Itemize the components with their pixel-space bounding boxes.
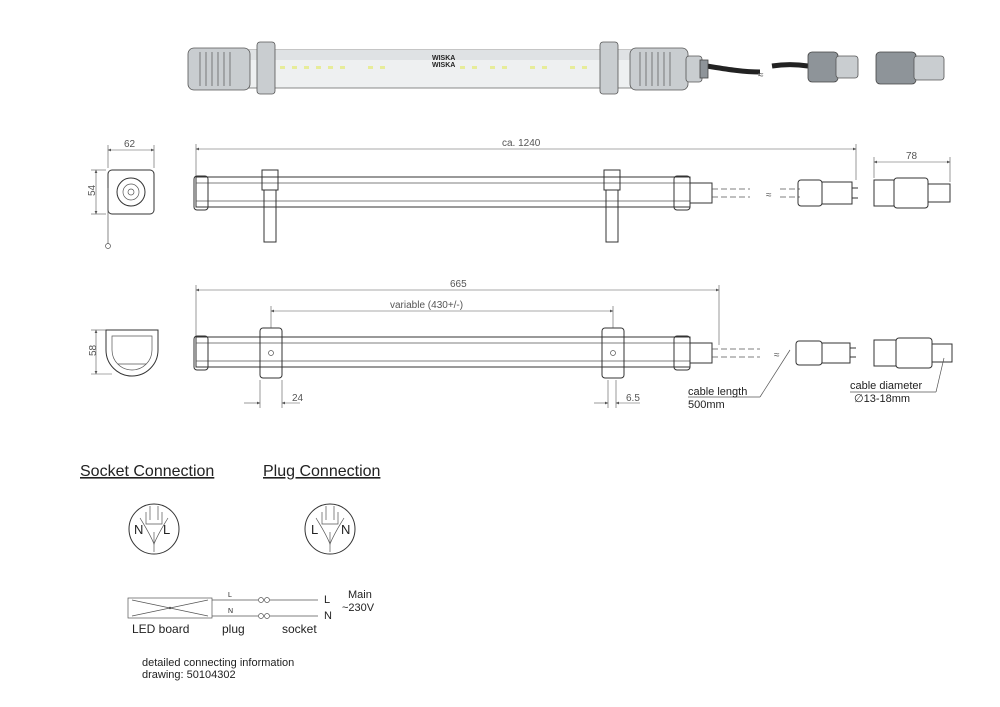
plug-pin-n: N xyxy=(341,522,350,537)
connection-diagrams: Socket Connection Plug Connection N L L … xyxy=(80,463,380,681)
dim-tube-length: 665 xyxy=(450,279,467,290)
dim-clip-spacing: variable (430+/-) xyxy=(390,300,463,311)
plug-pin-l: L xyxy=(311,522,318,537)
svg-text:≈: ≈ xyxy=(758,70,764,81)
plug-connection-title: Plug Connection xyxy=(263,463,380,480)
dim-front-height: 54 xyxy=(87,184,98,196)
label-plug: plug xyxy=(222,622,245,636)
socket-face: N L xyxy=(128,503,180,555)
dim-bottom-height: 58 xyxy=(88,344,99,356)
socket-pin-l: L xyxy=(163,522,170,537)
dim-overall-length: ca. 1240 xyxy=(502,138,541,149)
dim-clip-offset-right: 6.5 xyxy=(626,393,640,404)
main-title: Main xyxy=(348,589,372,601)
plug-face: L N xyxy=(304,503,356,555)
footnote-line-2: drawing: 50104302 xyxy=(142,669,236,681)
label-led-board: LED board xyxy=(132,622,189,636)
cable-diameter-label: cable diameter xyxy=(850,380,922,392)
cable-diameter-value: ∅13-18mm xyxy=(854,393,910,405)
brand-label-1: WISKA xyxy=(432,55,455,62)
wiring-schematic: L N L N Main ~230V LED board plug socket xyxy=(127,589,375,636)
cable-length-label: cable length xyxy=(688,386,747,398)
label-socket: socket xyxy=(282,622,317,636)
wire-label-l: L xyxy=(228,592,232,599)
socket-connection-title: Socket Connection xyxy=(80,463,214,480)
side-view-top: 62 54 ≈ ca. 1240 xyxy=(87,138,951,249)
dim-connector-length: 78 xyxy=(906,151,918,162)
dim-clip-offset-left: 24 xyxy=(292,393,304,404)
cable-length-value: 500mm xyxy=(688,399,725,411)
wire-label-n: N xyxy=(228,608,233,615)
brand-label-2: WISKA xyxy=(432,62,455,69)
svg-text:≈: ≈ xyxy=(774,350,780,361)
dim-front-width: 62 xyxy=(124,139,136,150)
footnote-line-1: detailed connecting information xyxy=(142,657,294,669)
socket-pin-n: N xyxy=(134,522,143,537)
main-label-n: N xyxy=(324,610,332,622)
main-label-l: L xyxy=(324,594,330,606)
svg-text:≈: ≈ xyxy=(766,190,772,201)
luminaire-render: ≈ WISKA WISKA xyxy=(187,41,945,95)
main-voltage: ~230V xyxy=(342,602,375,614)
side-view-bottom: 58 ≈ 665 variable (430+/-) xyxy=(88,279,953,411)
